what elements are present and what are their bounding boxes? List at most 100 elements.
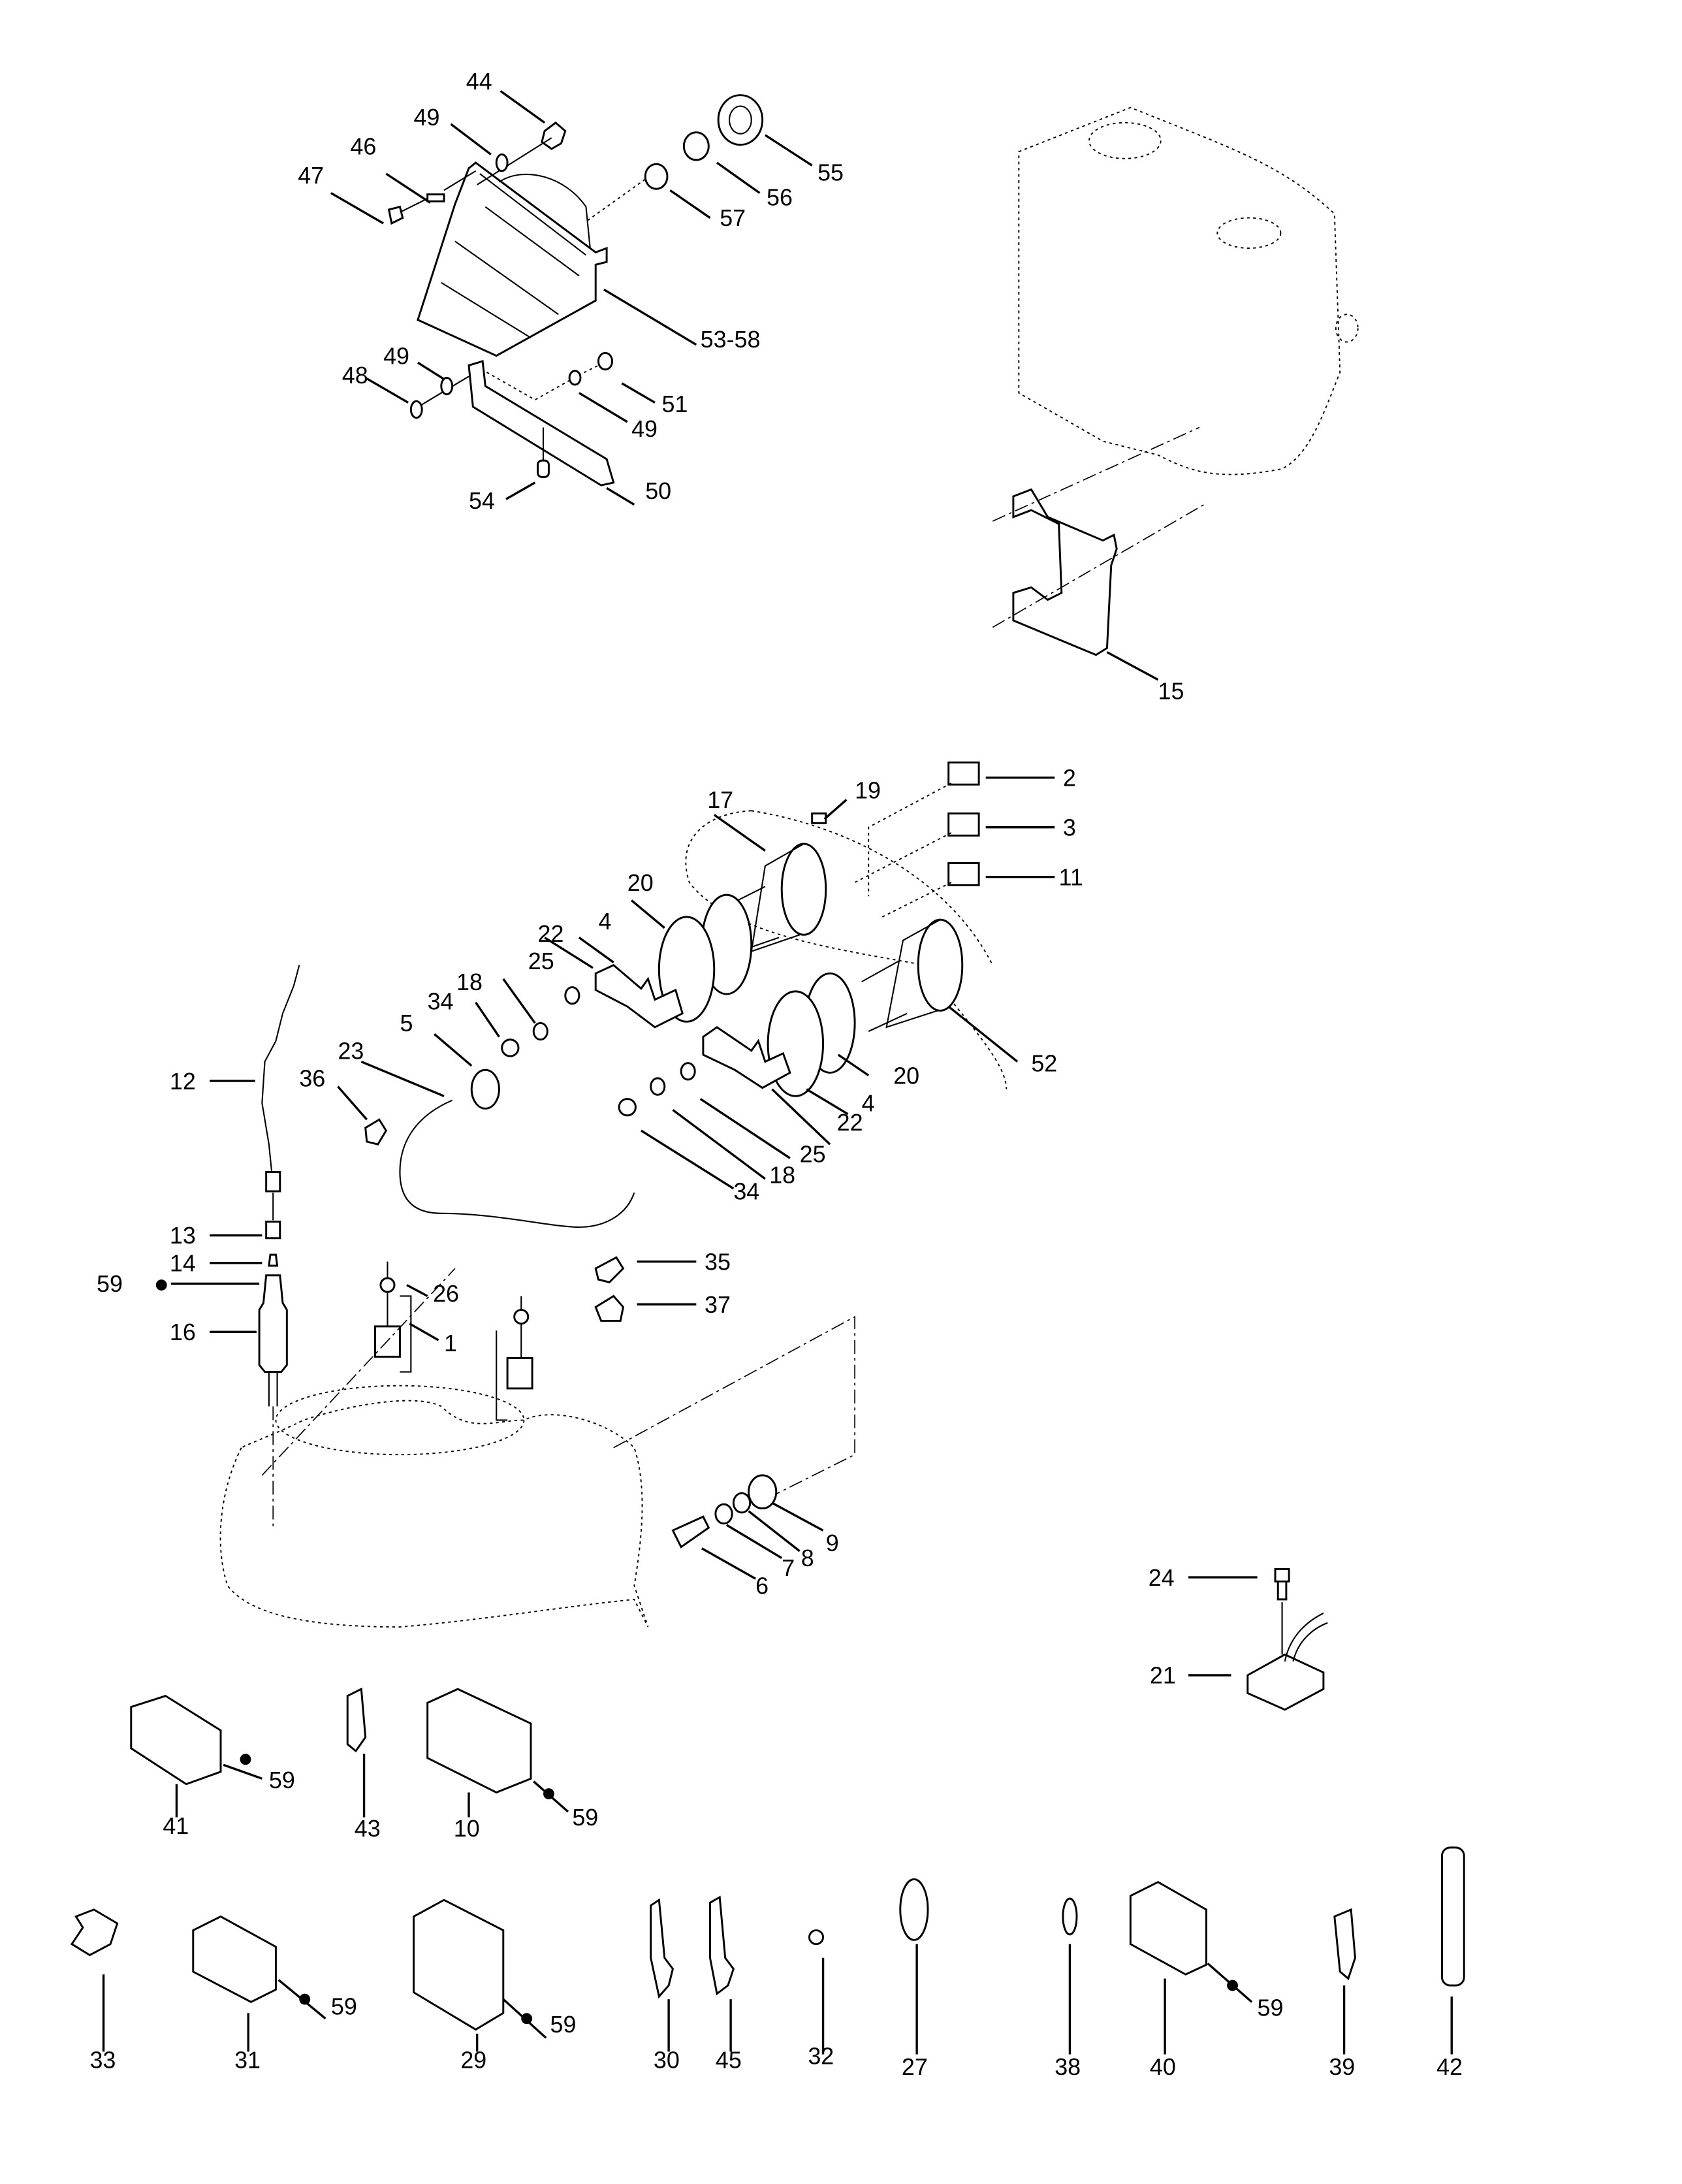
terminal: [346, 1687, 367, 1753]
oil-tank-fitting: [1335, 313, 1359, 343]
headlamp-housing: [417, 161, 608, 357]
callout-3: 3: [1063, 814, 1076, 841]
speedometer: [917, 918, 964, 1012]
nut: [618, 1098, 637, 1117]
connector-2-pin: [426, 1688, 532, 1794]
callout-labels: 44 49 46 47 55 56 57 53-58 49 48 51 49 5…: [89, 69, 1462, 2080]
headlamp-assembly: [387, 94, 764, 487]
headlamp-lens-lines: [441, 173, 591, 339]
callout-7: 7: [782, 1555, 795, 1581]
switch-nut: [513, 1309, 530, 1325]
oil-tank-cap: [1088, 121, 1162, 159]
bracket-bolt: [409, 400, 423, 419]
callout-47: 47: [298, 163, 324, 189]
callout-59: 59: [331, 1993, 357, 2019]
sealant-drop-icon: [299, 1993, 311, 2005]
terminal-male: [708, 1895, 735, 1996]
hull-axis: [261, 1268, 855, 1531]
switch-nut: [379, 1277, 396, 1293]
callout-30: 30: [654, 2048, 680, 2074]
kill-switch-leads: [268, 1193, 278, 1407]
callout-59: 59: [97, 1271, 123, 1297]
lock-washer: [532, 1021, 548, 1041]
switch-axis: [387, 1261, 522, 1421]
callout-16: 16: [170, 1319, 196, 1345]
tank-bracket-axis: [992, 426, 1207, 628]
gauge-light-socket: [470, 1068, 500, 1110]
callout-1: 1: [444, 1330, 457, 1357]
oil-tank-neck: [1216, 217, 1282, 249]
bracket-axis: [486, 361, 607, 401]
nut: [501, 1038, 520, 1057]
hull-opening: [275, 1385, 525, 1456]
key-switch-body: [748, 1474, 778, 1510]
gauge-bracket: [702, 1025, 791, 1089]
gauge-assembly: [364, 761, 1008, 1228]
callout-37: 37: [705, 1292, 731, 1318]
spring: [426, 193, 445, 202]
ignition-key: [671, 1515, 710, 1549]
oil-tank-outline: [1018, 106, 1341, 475]
indicator-lamp: [947, 761, 980, 786]
toggle-switch: [506, 1357, 533, 1390]
callout-18: 18: [769, 1162, 795, 1188]
callout-59: 59: [269, 1767, 295, 1793]
callout-54: 54: [469, 488, 495, 514]
callout-21: 21: [1150, 1663, 1176, 1689]
headlamp-bracket: [468, 360, 615, 487]
callout-49: 49: [414, 104, 440, 131]
indicator-lamp: [947, 812, 980, 837]
rectifier: [1246, 1653, 1325, 1711]
callout-51: 51: [662, 391, 688, 417]
callout-52: 52: [1031, 1050, 1057, 1076]
callout-17: 17: [707, 787, 733, 813]
callout-4: 4: [598, 908, 611, 935]
callout-9: 9: [826, 1530, 839, 1556]
cable-clamp: [594, 1294, 625, 1322]
tether-clip: [268, 1253, 279, 1267]
connector-1-pin: [1129, 1880, 1207, 1976]
gauge-light-wire: [399, 1099, 635, 1228]
toggle-switch: [373, 1325, 401, 1358]
callout-20: 20: [627, 870, 654, 896]
callout-29: 29: [460, 2048, 486, 2074]
callout-45: 45: [716, 2048, 742, 2074]
callout-59: 59: [1258, 1995, 1284, 2021]
oil-tank: [992, 106, 1359, 656]
callout-35: 35: [705, 1249, 731, 1275]
callout-13: 13: [170, 1223, 196, 1249]
screw: [811, 812, 827, 824]
callout-18: 18: [456, 969, 483, 995]
callout-53-58: 53-58: [701, 327, 761, 353]
tie-wrap-large: [899, 1878, 929, 1941]
callout-8: 8: [801, 1545, 814, 1571]
connector-4-pin: [130, 1695, 222, 1786]
hull-outline: [219, 1400, 649, 1628]
callout-59: 59: [572, 1805, 598, 1831]
callout-6: 6: [755, 1573, 769, 1599]
leader-lines: [102, 89, 1453, 2055]
wire-clip: [70, 1908, 119, 1957]
callout-10: 10: [454, 1816, 480, 1842]
callout-43: 43: [355, 1816, 381, 1842]
terminal-female: [650, 1898, 674, 1999]
callout-36: 36: [299, 1066, 325, 1092]
callout-34: 34: [733, 1179, 759, 1205]
ignition-key-switch: [671, 1474, 778, 1549]
key-nut: [732, 1492, 752, 1514]
callout-39: 39: [1329, 2054, 1355, 2080]
callout-32: 32: [808, 2043, 834, 2069]
rubber-boot: [717, 94, 764, 146]
key-cap: [714, 1503, 733, 1525]
callout-2: 2: [1063, 765, 1076, 791]
callout-14: 14: [170, 1250, 196, 1276]
callout-48: 48: [342, 362, 368, 389]
callout-22: 22: [837, 1110, 863, 1136]
spiral-wrap: [1440, 1846, 1465, 1987]
tie-wrap-small: [1062, 1897, 1078, 1936]
lanyard-cord: [261, 965, 300, 1172]
lock-washer: [650, 1077, 666, 1096]
washer: [568, 370, 582, 386]
tachometer: [780, 843, 827, 936]
